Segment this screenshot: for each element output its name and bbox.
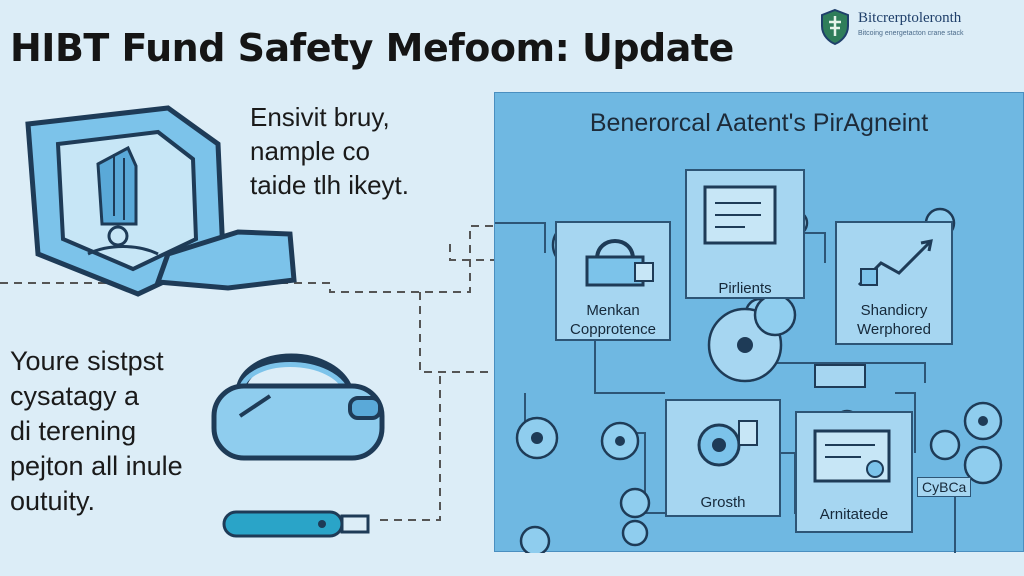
card-grosth: Grosth xyxy=(665,399,781,517)
card-label: Grosth xyxy=(700,494,746,511)
note-bottom: Youre sistpst cysatagy a di terening pej… xyxy=(10,346,183,516)
card-pirlients: Pirlients xyxy=(685,169,805,299)
card-label: Arnitatede xyxy=(819,506,889,523)
diagram-panel: Benerorcal Aatent's PirAgneint Menkan Co… xyxy=(494,92,1024,553)
card-label: Pirlients xyxy=(718,280,772,297)
note-top: Ensivit bruy, nample co taide tlh ikeyt. xyxy=(250,102,409,200)
chart-icon xyxy=(857,239,933,287)
certificate-icon xyxy=(813,429,891,483)
panel-title: Benerorcal Aatent's PirAgneint xyxy=(589,109,929,137)
card-label: Shandicry Werphored xyxy=(857,302,931,338)
gear-icon xyxy=(697,420,758,467)
padlock-icon xyxy=(585,239,654,287)
usb-key-icon xyxy=(222,510,370,538)
card-label: Menkan Copprotence xyxy=(570,302,656,338)
vault-icon xyxy=(25,105,297,297)
card-shandicy: Shandicry Werphored xyxy=(835,221,953,345)
brand-logo: Bitcrerptoleronth Bitcoing energetacton … xyxy=(820,6,1020,48)
brand-name: Bitcrerptoleronth xyxy=(858,10,962,26)
page-title: HIBT Fund Safety Mefoom: Update xyxy=(10,26,734,70)
card-menkan: Menkan Copprotence xyxy=(555,221,671,341)
padlock-icon xyxy=(211,353,385,461)
card-arnitatede: Arnitatede xyxy=(795,411,913,533)
document-icon xyxy=(703,185,777,245)
tag-cybca: CyBCa xyxy=(917,477,972,497)
shield-icon xyxy=(821,8,849,46)
brand-tagline: Bitcoing energetacton crane stack xyxy=(858,30,964,37)
